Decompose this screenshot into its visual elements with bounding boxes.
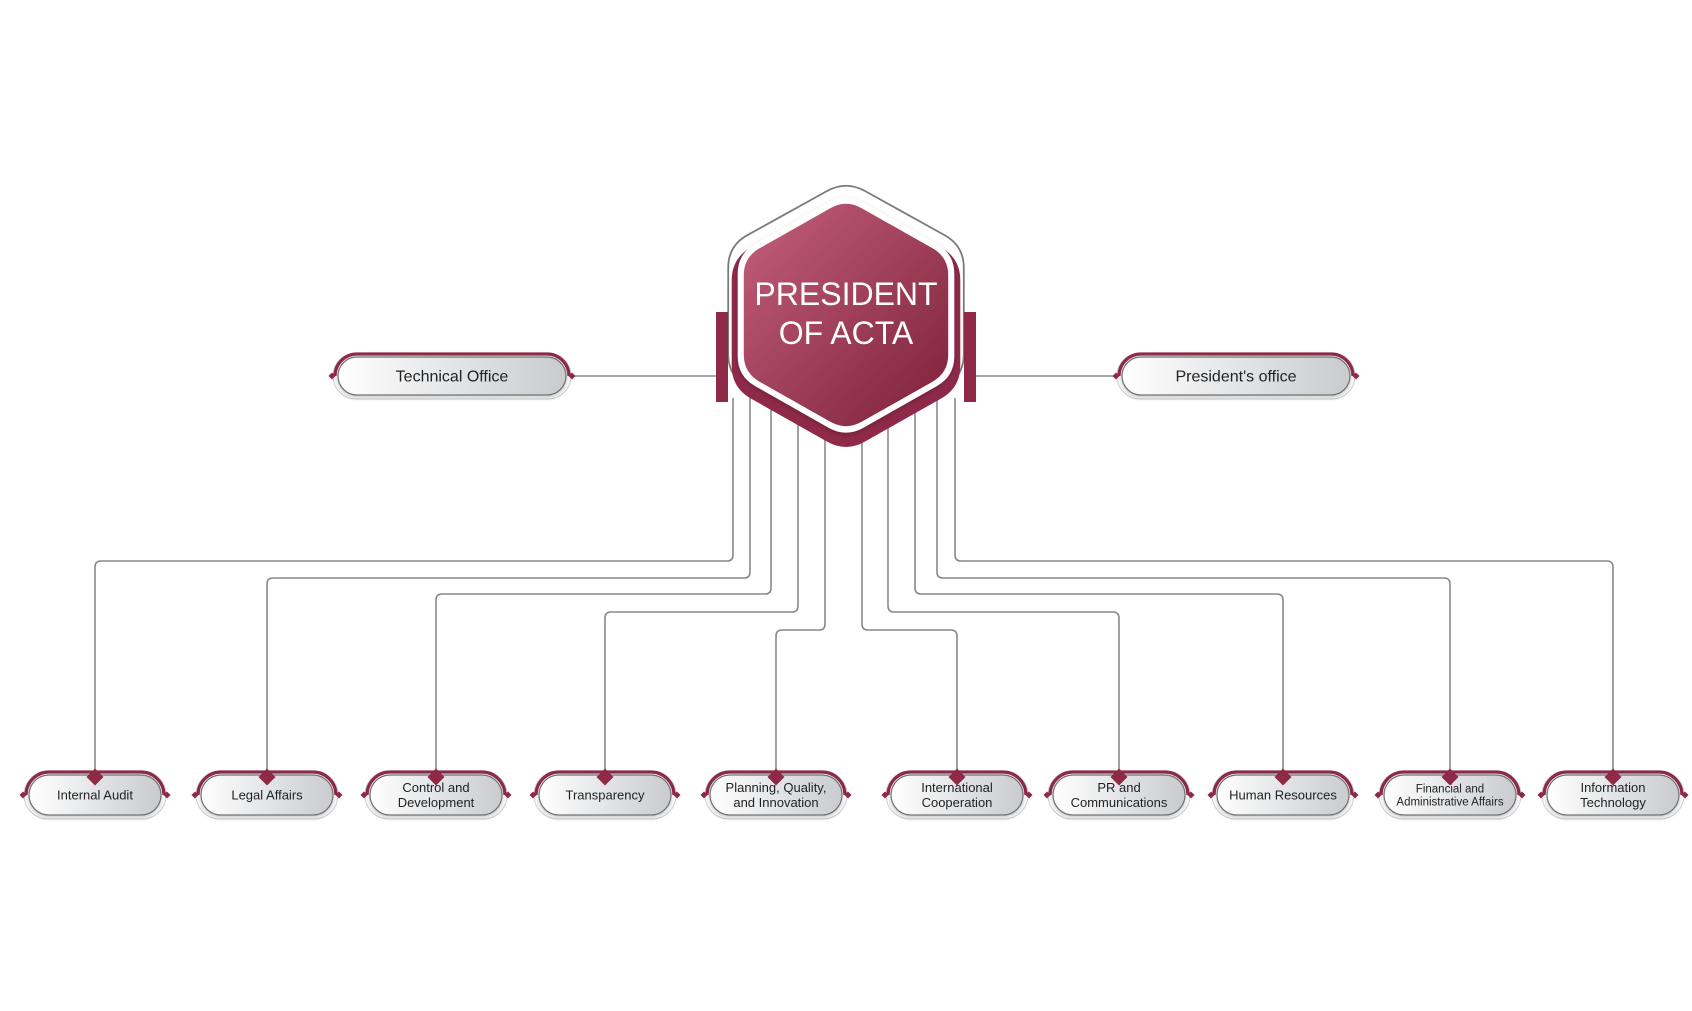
pill-label: PR and bbox=[1097, 780, 1140, 795]
pill-side-diamond bbox=[881, 791, 889, 799]
dept-planning-quality-innovation[interactable]: Planning, Quality,and Innovation bbox=[700, 770, 852, 820]
dept-internal-audit[interactable]: Internal Audit bbox=[19, 770, 171, 820]
connector-diamond bbox=[86, 768, 104, 786]
connector-diamond bbox=[1274, 768, 1292, 786]
connector-diamond bbox=[948, 768, 966, 786]
pill-side-diamond bbox=[700, 791, 708, 799]
side-units: Technical Office President's office bbox=[328, 352, 1360, 400]
pill-label: Technical Office bbox=[396, 369, 509, 386]
pill-side-diamond bbox=[328, 372, 336, 380]
pill-label: Information bbox=[1580, 780, 1645, 795]
pill-side-diamond bbox=[360, 791, 368, 799]
pill-side-diamond bbox=[19, 791, 27, 799]
pill-accent-arc bbox=[1117, 352, 1355, 377]
connector-line bbox=[861, 398, 958, 777]
pill-side-diamond bbox=[191, 791, 199, 799]
pill-label: Development bbox=[398, 795, 475, 810]
connector-diamond bbox=[767, 768, 785, 786]
connector-line bbox=[936, 398, 1451, 777]
pill-side-diamond bbox=[335, 791, 343, 799]
pill-label: President's office bbox=[1175, 369, 1296, 386]
pill-side-diamond bbox=[673, 791, 681, 799]
dept-human-resources[interactable]: Human Resources bbox=[1207, 770, 1359, 820]
pill-label: Cooperation bbox=[922, 795, 993, 810]
pill-label: Transparency bbox=[566, 788, 645, 803]
side-unit-technical-office[interactable]: Technical Office bbox=[328, 352, 576, 400]
connector-line bbox=[887, 398, 1120, 777]
departments: Internal Audit Legal Affairs Control andDe… bbox=[19, 768, 1689, 820]
president-hex-band bbox=[964, 312, 976, 402]
pill-label: Communications bbox=[1071, 795, 1168, 810]
pill-label: Financial and bbox=[1416, 783, 1484, 795]
connector-line bbox=[914, 398, 1284, 777]
pill-label: Human Resources bbox=[1229, 788, 1337, 803]
pill-label: International bbox=[921, 780, 993, 795]
pill-label: Control and bbox=[402, 780, 469, 795]
pill-label: and Innovation bbox=[733, 795, 818, 810]
pill-label: Technology bbox=[1580, 795, 1646, 810]
connector-diamond bbox=[258, 768, 276, 786]
connector-line bbox=[775, 398, 826, 777]
connector-diamond bbox=[596, 768, 614, 786]
pill-side-diamond bbox=[844, 791, 852, 799]
pill-side-diamond bbox=[163, 791, 171, 799]
president-label: PRESIDENT bbox=[754, 276, 937, 312]
connector-diamond bbox=[1441, 768, 1459, 786]
connector-line bbox=[266, 398, 751, 777]
connector-line bbox=[435, 398, 772, 777]
pill-label: Internal Audit bbox=[57, 788, 133, 803]
connector-line bbox=[604, 398, 799, 777]
connector-diamond bbox=[427, 768, 445, 786]
connector-line bbox=[94, 398, 734, 777]
pill-label: Legal Affairs bbox=[231, 788, 303, 803]
pill-body bbox=[1121, 356, 1351, 396]
pill-label: Administrative Affairs bbox=[1396, 797, 1503, 809]
pill-body bbox=[337, 356, 567, 396]
president-label: OF ACTA bbox=[779, 315, 914, 351]
connector-diamond bbox=[1604, 768, 1622, 786]
pill-accent-arc bbox=[333, 352, 571, 377]
president-hex[interactable] bbox=[743, 203, 949, 427]
side-unit-presidents-office[interactable]: President's office bbox=[1112, 352, 1360, 400]
connector-line bbox=[954, 398, 1614, 777]
connector-diamond bbox=[1110, 768, 1128, 786]
pill-label: Planning, Quality, bbox=[726, 780, 827, 795]
president-hex-band bbox=[716, 312, 728, 402]
pill-side-diamond bbox=[504, 791, 512, 799]
connector-lines bbox=[94, 375, 1614, 777]
dept-transparency[interactable]: Transparency bbox=[529, 770, 681, 820]
pill-side-diamond bbox=[568, 372, 576, 380]
pill-side-diamond bbox=[529, 791, 537, 799]
